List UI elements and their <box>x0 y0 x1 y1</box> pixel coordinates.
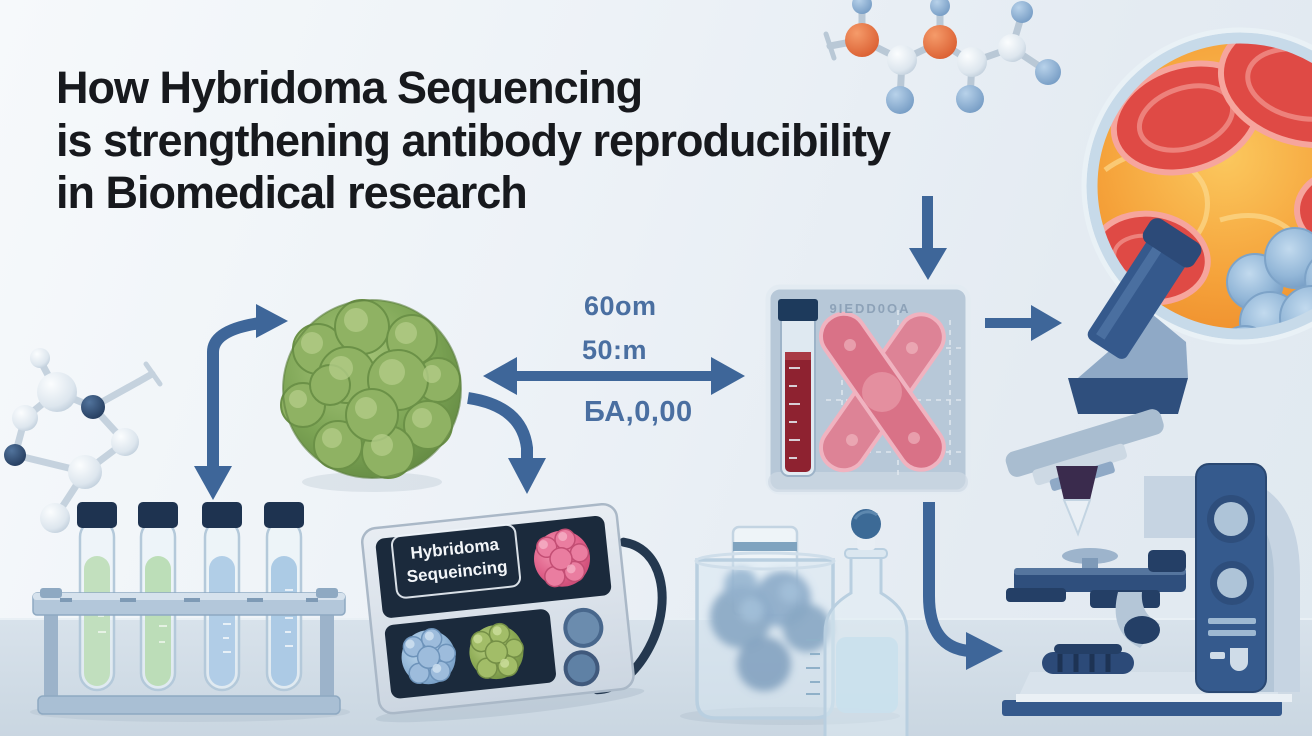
page-title: How Hybridoma Sequencing is strengthenin… <box>56 62 1056 220</box>
title-line-2: is strengthening antibody reproducibilit… <box>56 114 891 166</box>
title-line-3: in Biomedical research <box>56 167 528 219</box>
microscope-knob-1 <box>1214 502 1248 536</box>
panel-watermark-text: 9IEDD0OA <box>829 301 911 316</box>
hybridoma-cell-icon <box>280 299 462 492</box>
microscope-icon <box>1002 218 1300 716</box>
flow-arrows <box>194 196 1062 670</box>
blue-cell-icon <box>401 628 457 685</box>
blue-molecule-in-beaker <box>710 568 831 691</box>
measurement-label-3: БА,0,00 <box>584 396 693 428</box>
arrow-cell-to-panel <box>512 371 716 381</box>
sequencer-device <box>360 502 667 723</box>
device-screen-label: Hybridoma Sequeincing <box>390 522 522 600</box>
molecule-left-icon <box>4 348 163 533</box>
microscope-panel <box>1195 463 1267 693</box>
title-line-1: How Hybridoma Sequencing <box>56 62 643 113</box>
pink-cell-icon <box>534 528 591 588</box>
chromosome-icon <box>818 311 946 473</box>
measurement-label-1: 60om <box>584 291 657 321</box>
blood-sample-tube <box>778 299 818 477</box>
molecule-top-icon <box>823 0 1061 114</box>
microscope-knob-2 <box>1217 568 1247 598</box>
analysis-panel <box>765 284 971 495</box>
measurement-label-2: 50:m <box>582 335 648 365</box>
test-tube-rack <box>30 502 350 722</box>
device-button-1 <box>563 607 604 648</box>
reagent-bottle <box>823 509 909 736</box>
rack-frame <box>32 588 346 715</box>
device-button-2 <box>563 650 600 687</box>
green-cell-small-icon <box>469 622 524 680</box>
beaker-group <box>680 525 900 725</box>
